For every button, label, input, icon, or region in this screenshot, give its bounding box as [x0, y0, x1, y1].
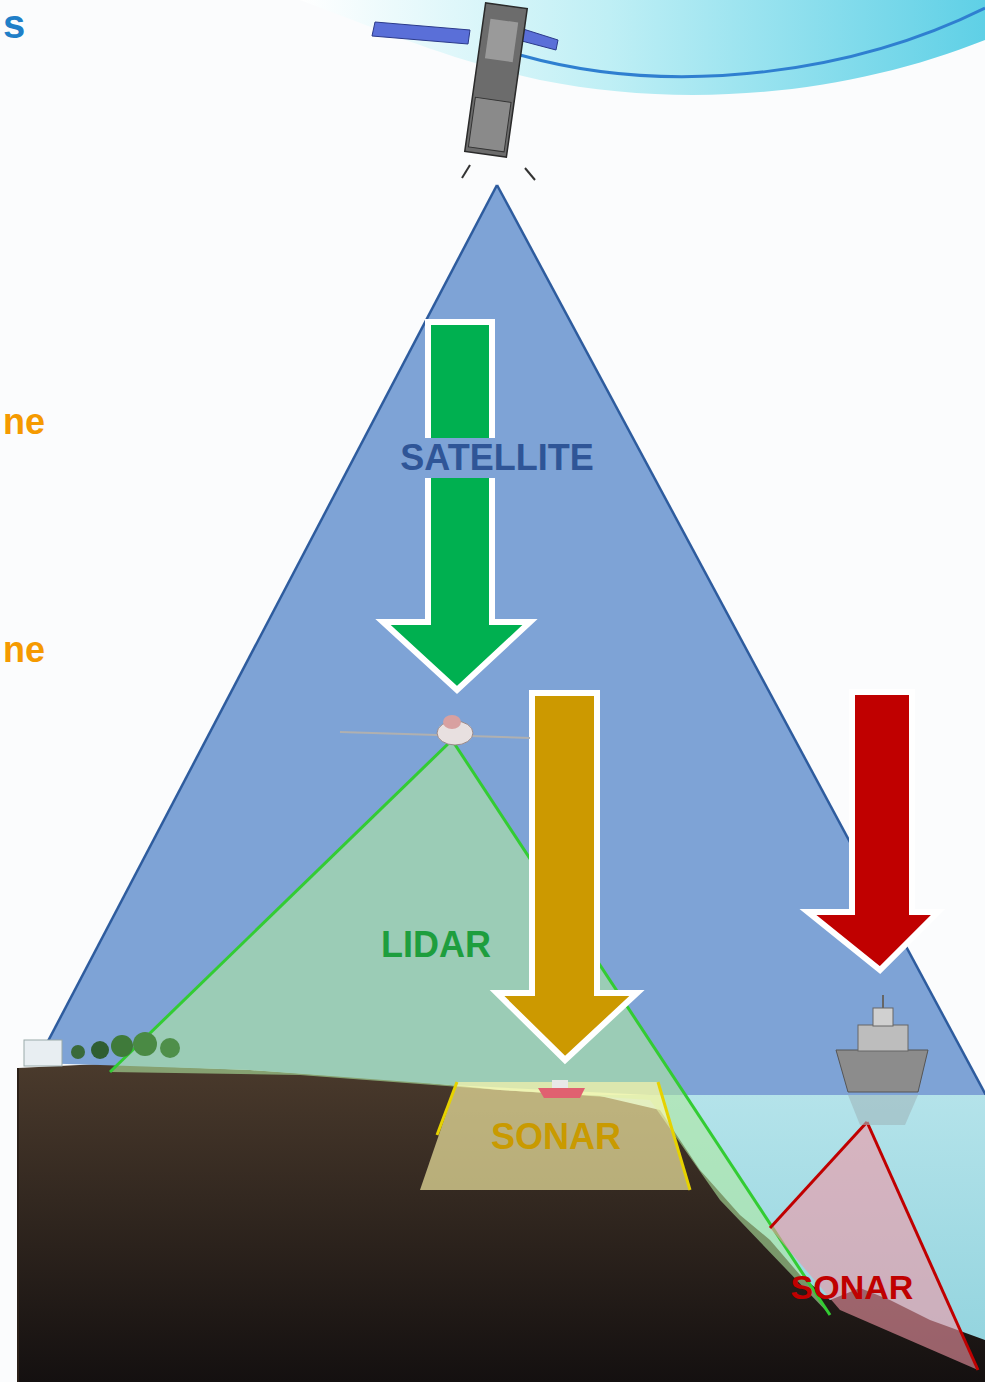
bullet-fragment: ne [3, 630, 45, 670]
coverage-edge [110, 740, 452, 1072]
down-arrow [497, 693, 637, 1060]
coverage-label: LIDAR [377, 925, 495, 965]
coverage-edge [770, 1122, 867, 1228]
header-line [520, 8, 985, 77]
title-fragment: s [3, 2, 25, 46]
coverage-edge [658, 1082, 690, 1190]
coverage-edge [437, 1082, 457, 1135]
coverage-fill [110, 740, 830, 1315]
airplane-icon [340, 715, 530, 745]
coverage-outline [100, 735, 840, 1315]
cliff-edge [17, 1068, 19, 1382]
satellite-icon [372, 3, 558, 180]
coverage-label: SONAR [487, 1117, 625, 1157]
down-arrow [808, 692, 938, 970]
coverage-fill [770, 1122, 978, 1370]
coverage-label: SONAR [787, 1269, 918, 1306]
coverage-outline [740, 1110, 985, 1382]
coverage-fill [420, 1082, 690, 1190]
lidar-coverage: LIDAR SONAR [100, 735, 840, 1315]
bullet-fragment: ne [3, 402, 45, 442]
ship-icon [836, 995, 928, 1125]
satellite-coverage: SATELLITELIDARSONARSONAR [0, 185, 985, 1140]
sonar-coverage: SONAR [740, 1110, 985, 1382]
survey-boat-icon [538, 1080, 585, 1098]
terrain [18, 1064, 985, 1382]
header-band [300, 0, 985, 95]
sonar-coverage: SONAR [415, 1078, 695, 1195]
coverage-label: SATELLITE [396, 438, 597, 478]
down-arrow [383, 322, 530, 690]
coverage-edge [867, 1122, 978, 1370]
shore-trees [24, 1032, 180, 1066]
